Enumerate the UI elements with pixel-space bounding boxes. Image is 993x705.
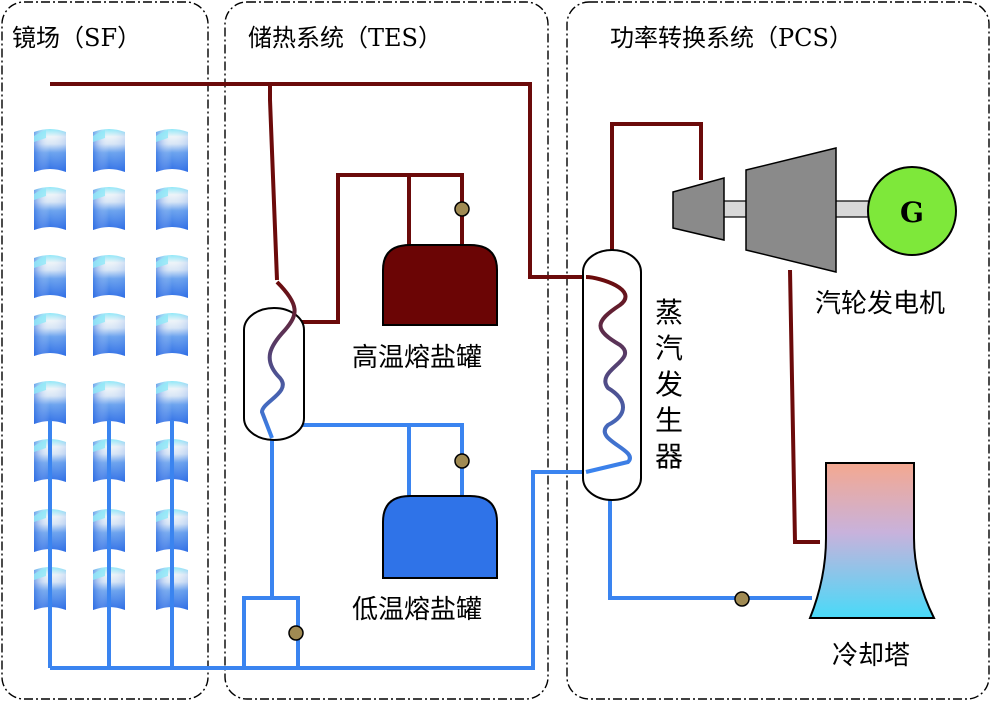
cold-pipe-to-cold-tank [302, 423, 464, 500]
hot-pipe-sg-to-turbine [610, 122, 703, 258]
sf-section-box [1, 1, 209, 700]
tes-section-box [224, 1, 549, 700]
hot-tank-label: 高温熔盐罐 [352, 343, 482, 373]
sf-section-title: 镜场（SF） [12, 24, 141, 52]
generator-letter: G [900, 196, 924, 229]
cooling-tower [808, 462, 936, 619]
turbine-generator-set: G [672, 147, 957, 273]
cooling-tower-label: 冷却塔 [832, 641, 910, 671]
lp-turbine [745, 147, 837, 273]
hot-pipe-tower-return [788, 269, 820, 544]
steam-gen-label-5: 器 [655, 440, 683, 473]
pump-hot-tank [454, 201, 470, 217]
cold-tank-label: 低温熔盐罐 [352, 595, 482, 625]
tes-section-title: 储热系统（TES） [248, 24, 442, 52]
cold-pipe-field-bottom [50, 470, 586, 670]
hot-pipes [48, 82, 820, 544]
steam-gen-label-1: 蒸 [655, 296, 683, 329]
steam-gen-label-4: 生 [655, 404, 683, 437]
steam-generator [582, 249, 642, 501]
cold-pipe-sg-to-tower [608, 495, 812, 600]
turbine-generator-label: 汽轮发电机 [815, 289, 945, 319]
hot-salt-tank [382, 244, 498, 326]
hot-pipe-field-top [50, 82, 586, 279]
generator [867, 166, 957, 256]
pcs-section-title: 功率转换系统（PCS） [610, 24, 853, 52]
pcs-section-box [566, 1, 990, 700]
pump-tes-bypass [288, 625, 304, 641]
steam-gen-label-2: 汽 [655, 332, 683, 365]
sg-coil [585, 275, 632, 474]
pump-cold-tank [454, 453, 470, 469]
hp-turbine [672, 177, 725, 241]
pump-cooling-return [734, 591, 750, 607]
steam-gen-label-3: 发 [655, 368, 683, 401]
hot-pipe-tes-drop [268, 84, 279, 281]
hx-coil [259, 280, 297, 439]
tes-heat-exchanger [243, 280, 305, 441]
cold-salt-tank [382, 495, 498, 579]
hot-pipe-hx-to-hot-tank [302, 173, 464, 324]
